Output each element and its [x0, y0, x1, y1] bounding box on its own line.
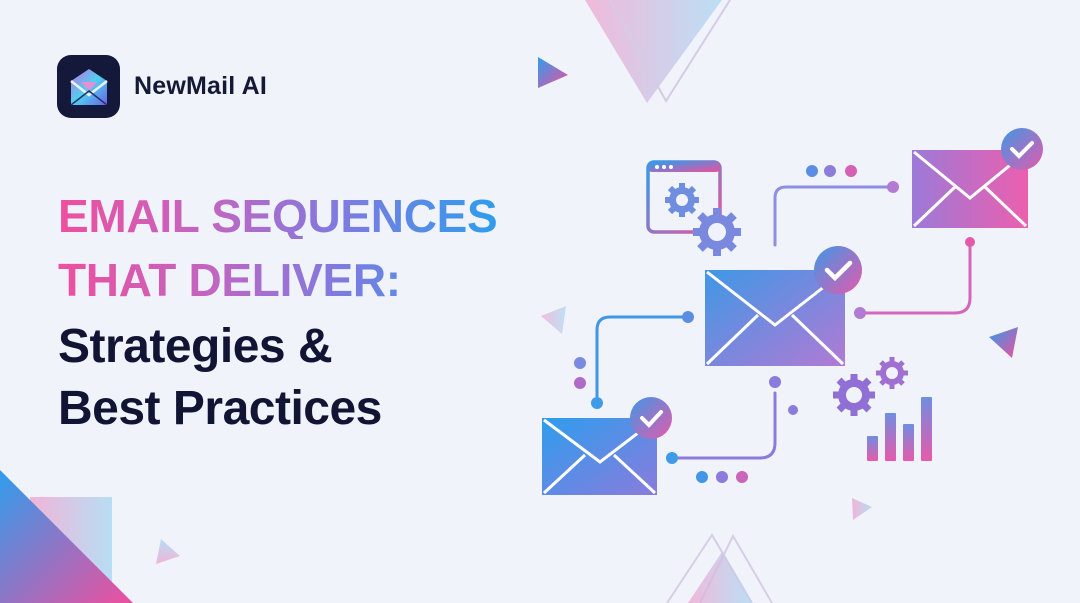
headline: EMAIL SEQUENCES THAT DELIVER: Strategies… — [58, 190, 498, 447]
check-badge-icon — [1001, 128, 1043, 170]
brand-name: NewMail AI — [134, 72, 268, 100]
gear-icon — [693, 208, 741, 256]
brand: NewMail AI — [57, 55, 267, 118]
check-badge-icon — [630, 397, 672, 439]
check-badge-icon — [814, 246, 862, 294]
headline-line-3: Strategies & — [58, 320, 333, 373]
dots-icon — [696, 165, 857, 483]
browser-window-icon — [646, 160, 722, 234]
gear-icon — [833, 374, 875, 416]
gear-icon — [665, 183, 699, 217]
connector-lines — [595, 185, 972, 460]
headline-line-1: EMAIL SEQUENCES — [58, 190, 498, 242]
headline-line-4: Best Practices — [58, 382, 382, 435]
envelope-icon — [542, 418, 657, 495]
connector-dots — [574, 181, 975, 464]
bar-chart-icon — [867, 397, 932, 461]
logo-icon — [57, 55, 120, 118]
headline-line-2: THAT DELIVER: — [58, 257, 497, 303]
gear-icon — [876, 357, 908, 389]
